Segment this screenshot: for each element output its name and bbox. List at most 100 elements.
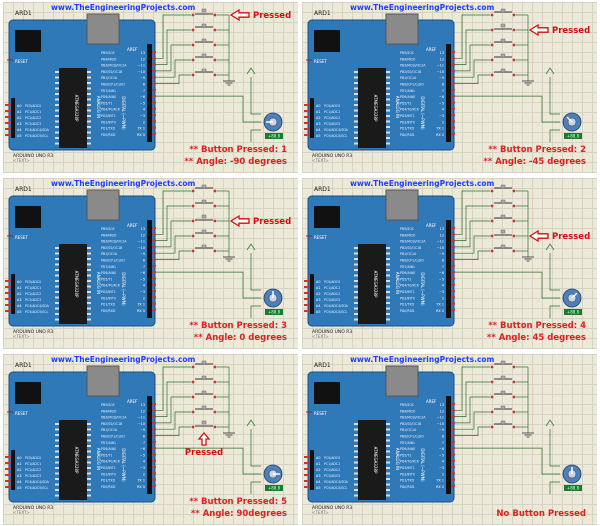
digital-pin — [152, 82, 156, 85]
analog-port-label: PC1/ADC1 — [25, 462, 41, 466]
servo-readout-label: +88.8 — [567, 134, 580, 139]
button-cap — [201, 405, 207, 410]
chip-pin — [386, 137, 390, 139]
push-button-5[interactable] — [191, 68, 217, 77]
push-button-1[interactable] — [490, 184, 516, 193]
servo-motor[interactable]: +88.8 — [562, 112, 582, 139]
button-cap — [500, 229, 506, 234]
push-button-3[interactable] — [490, 38, 516, 47]
push-button-2[interactable] — [490, 23, 516, 32]
digital-header-strip — [147, 44, 152, 142]
reset-label: RESET — [15, 411, 28, 416]
digital-pin — [451, 252, 455, 255]
analog-pin-label: A0 — [316, 456, 320, 460]
push-button-2[interactable] — [490, 199, 516, 208]
push-button-2[interactable] — [191, 375, 217, 384]
push-button-3[interactable] — [191, 390, 217, 399]
push-button-1[interactable] — [191, 8, 217, 17]
analog-port-label: PC2/ADC2 — [324, 116, 340, 120]
chip-pin — [386, 104, 390, 106]
push-buttons[interactable] — [490, 360, 516, 429]
push-button-2[interactable] — [490, 375, 516, 384]
digital-pin — [451, 308, 455, 311]
chip-pin — [87, 428, 91, 431]
digital-pin — [152, 258, 156, 261]
push-button-3[interactable] — [191, 214, 217, 223]
push-button-2[interactable] — [191, 23, 217, 32]
analog-port-label: PC3/ADC3 — [324, 298, 340, 302]
digital-pin — [451, 227, 455, 229]
push-button-3[interactable] — [490, 214, 516, 223]
button-cap — [201, 68, 207, 73]
push-button-1[interactable] — [191, 360, 217, 369]
push-button-1[interactable] — [490, 8, 516, 17]
chip-pin — [354, 439, 358, 442]
push-button-3[interactable] — [490, 390, 516, 399]
digital-label: DIGITAL (~PWM) — [121, 272, 126, 306]
push-buttons[interactable] — [191, 360, 217, 429]
push-button-5[interactable] — [490, 420, 516, 429]
digital-port-label: PB0/ICP1/CLKO — [101, 83, 125, 87]
wire — [549, 77, 560, 115]
chip-pin — [87, 494, 91, 497]
push-buttons[interactable] — [191, 8, 217, 77]
wire — [455, 95, 560, 123]
button-terminal — [490, 425, 494, 429]
push-button-1[interactable] — [191, 184, 217, 193]
chip-pin — [55, 263, 59, 266]
analog-port-label: PC0/ADC0 — [324, 280, 340, 284]
push-button-5[interactable] — [490, 244, 516, 253]
push-button-5[interactable] — [191, 244, 217, 253]
digital-port-label: PD6/AIN0 — [101, 95, 116, 99]
chip-pin — [354, 142, 358, 145]
digital-pin-label: ~10 — [437, 422, 444, 426]
servo-motor[interactable]: +88.8 — [263, 112, 283, 139]
push-button-3[interactable] — [191, 38, 217, 47]
site-url: www.TheEngineeringProjects.com — [51, 355, 196, 364]
analog-pin-label: A2 — [316, 468, 320, 472]
push-button-4[interactable] — [191, 53, 217, 62]
digital-pin-label: 13 — [440, 51, 444, 55]
digital-port-label: PB2/SS/OC1B — [400, 70, 421, 74]
servo-motor[interactable]: +88.8 — [562, 464, 582, 491]
servo-motor[interactable]: +88.8 — [263, 288, 283, 315]
chip-pin — [354, 483, 358, 486]
push-button-5[interactable] — [490, 68, 516, 77]
push-button-2[interactable] — [191, 199, 217, 208]
wire — [455, 411, 490, 430]
chip-pin — [87, 82, 91, 84]
button-cap — [500, 405, 506, 410]
chip-pin — [354, 472, 358, 475]
button-terminal — [191, 234, 195, 238]
chip-pin — [386, 472, 390, 475]
chip-pin — [354, 461, 358, 464]
push-buttons[interactable] — [490, 8, 516, 77]
ground-symbol — [522, 432, 534, 438]
servo-motor[interactable]: +88.8 — [562, 288, 582, 315]
push-button-4[interactable] — [490, 53, 516, 62]
chip-pin — [354, 247, 358, 249]
button-cap — [500, 38, 506, 43]
chip-pin — [87, 423, 91, 425]
push-button-4[interactable] — [490, 405, 516, 414]
reset-label: RESET — [15, 59, 28, 64]
digital-port-label: PD7/AIN1 — [400, 441, 415, 445]
aref-label: AREF — [426, 47, 437, 52]
board-model: ARDUINO UNO R3 — [312, 329, 352, 335]
push-button-1[interactable] — [490, 360, 516, 369]
push-button-4[interactable] — [490, 229, 516, 238]
servo-motor[interactable]: +88.8 — [263, 464, 283, 491]
push-buttons[interactable] — [490, 184, 516, 253]
dc-jack — [314, 382, 340, 404]
push-button-4[interactable] — [191, 229, 217, 238]
push-buttons[interactable] — [191, 184, 217, 253]
chip-pin — [386, 87, 390, 90]
digital-pin-label: 13 — [440, 403, 444, 407]
site-url: www.TheEngineeringProjects.com — [350, 355, 495, 364]
digital-pin — [152, 277, 156, 280]
push-button-5[interactable] — [191, 420, 217, 429]
digital-pin — [451, 302, 455, 305]
button-terminal — [490, 73, 494, 77]
push-button-4[interactable] — [191, 405, 217, 414]
board-ref: ARD1 — [314, 362, 331, 369]
